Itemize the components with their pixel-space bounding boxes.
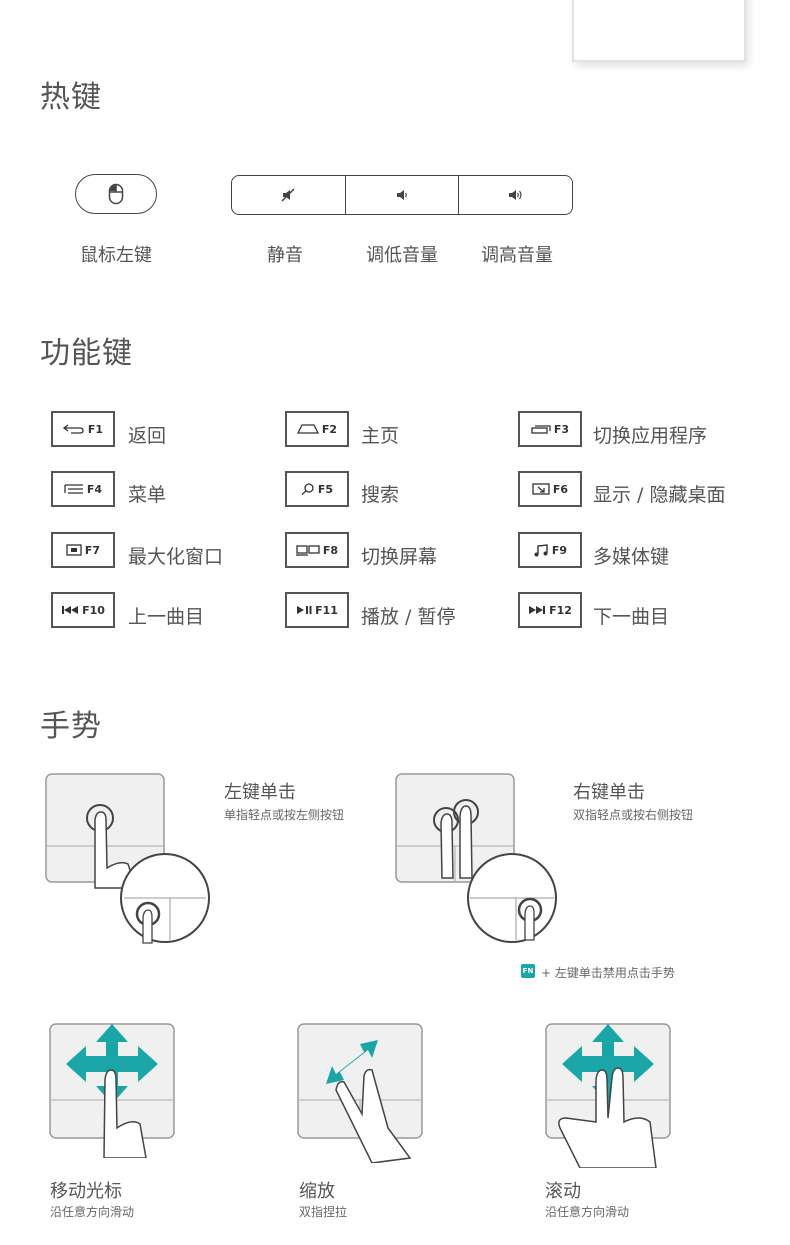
- previous-track-icon: [62, 606, 79, 614]
- volume-down-key: [344, 176, 459, 214]
- fkey-code: F10: [82, 603, 105, 617]
- fkey-f2: F2: [285, 411, 349, 447]
- fkey-code: F3: [553, 422, 570, 436]
- back-arrow-icon: [62, 424, 84, 434]
- music-note-icon: [534, 543, 548, 556]
- switch-app-icon: [531, 425, 551, 434]
- fkey-f6: F6: [518, 471, 582, 507]
- search-icon: [301, 483, 314, 495]
- fkey-f10: F10: [51, 592, 115, 628]
- fkey-f8: F8: [285, 532, 349, 568]
- fkey-label: 切换屏幕: [361, 546, 438, 568]
- gesture-title-move: 移动光标: [50, 1181, 122, 1202]
- fkey-label: 显示 / 隐藏桌面: [593, 484, 726, 506]
- fkey-code: F4: [86, 482, 103, 496]
- fkey-label: 下一曲目: [593, 606, 670, 628]
- gesture-sub-move: 沿任意方向滑动: [50, 1205, 135, 1219]
- gesture-title-right-click: 右键单击: [573, 782, 645, 803]
- fkey-label: 多媒体键: [593, 546, 670, 568]
- next-track-icon: [529, 606, 546, 614]
- home-icon: [296, 424, 319, 434]
- volume-down-icon: [397, 190, 407, 200]
- fn-note: + 左键单击禁用点击手势: [541, 966, 675, 980]
- gesture-sub-right-click: 双指轻点或按右侧按钮: [573, 808, 694, 822]
- fkey-f5: F5: [285, 471, 349, 507]
- switch-screen-icon: [295, 545, 320, 556]
- section-title-hotkeys: 热键: [40, 80, 102, 115]
- gesture-sub-zoom: 双指捏拉: [299, 1205, 348, 1219]
- fkey-f12: F12: [518, 592, 582, 628]
- fkey-code: F2: [321, 422, 338, 436]
- scroll-illustration: [545, 1023, 671, 1168]
- volume-up-key: [458, 176, 572, 214]
- hotkey-label-mute: 静音: [267, 245, 303, 266]
- hotkey-label-mouse: 鼠标左键: [80, 245, 152, 266]
- fkey-f11: F11: [285, 592, 349, 628]
- mute-icon: [281, 188, 295, 202]
- fkey-f7: F7: [51, 532, 115, 568]
- mute-key: [232, 176, 345, 214]
- fkey-label: 播放 / 暂停: [361, 606, 456, 628]
- section-title-gestures: 手势: [40, 709, 102, 744]
- fkey-code: F7: [84, 543, 101, 557]
- volume-key-group: [231, 175, 573, 215]
- fkey-code: F5: [317, 482, 334, 496]
- play-pause-icon: [297, 606, 312, 614]
- maximize-window-icon: [66, 544, 82, 556]
- move-cursor-illustration: [49, 1023, 175, 1158]
- fkey-code: F1: [87, 422, 104, 436]
- gesture-title-left-click: 左键单击: [224, 782, 296, 803]
- right-click-illustration: [395, 773, 557, 943]
- fkey-label: 最大化窗口: [128, 546, 224, 568]
- fkey-label: 主页: [361, 425, 400, 447]
- fkey-label: 菜单: [128, 484, 167, 506]
- fkey-label: 上一曲目: [128, 606, 205, 628]
- gesture-sub-scroll: 沿任意方向滑动: [545, 1205, 630, 1219]
- zoom-illustration: [297, 1023, 423, 1163]
- fkey-f4: F4: [51, 471, 115, 507]
- fkey-f9: F9: [518, 532, 582, 568]
- fkey-code: F9: [551, 543, 568, 557]
- left-click-illustration: [45, 773, 210, 944]
- volume-up-icon: [508, 190, 522, 200]
- hotkey-label-volume-down: 调低音量: [366, 245, 438, 266]
- mouse-icon: [108, 183, 124, 205]
- fkey-f3: F3: [518, 411, 582, 447]
- fkey-label: 搜索: [361, 484, 400, 506]
- fkey-code: F8: [322, 543, 339, 557]
- menu-icon: [64, 484, 83, 494]
- mouse-left-key: [75, 174, 157, 214]
- gesture-title-scroll: 滚动: [545, 1181, 581, 1202]
- hotkey-label-volume-up: 调高音量: [481, 245, 553, 266]
- fkey-code: F12: [549, 603, 572, 617]
- fn-badge: FN: [521, 964, 535, 978]
- fkey-f1: F1: [51, 411, 115, 447]
- fkey-label: 切换应用程序: [593, 425, 708, 447]
- desktop-icon: [532, 483, 550, 495]
- gesture-sub-left-click: 单指轻点或按左侧按钮: [224, 808, 345, 822]
- fkey-code: F6: [552, 482, 569, 496]
- section-title-function-keys: 功能键: [40, 336, 133, 371]
- fkey-code: F11: [315, 603, 338, 617]
- fkey-label: 返回: [128, 425, 167, 447]
- decorative-card: [572, 0, 746, 62]
- gesture-title-zoom: 缩放: [299, 1181, 335, 1202]
